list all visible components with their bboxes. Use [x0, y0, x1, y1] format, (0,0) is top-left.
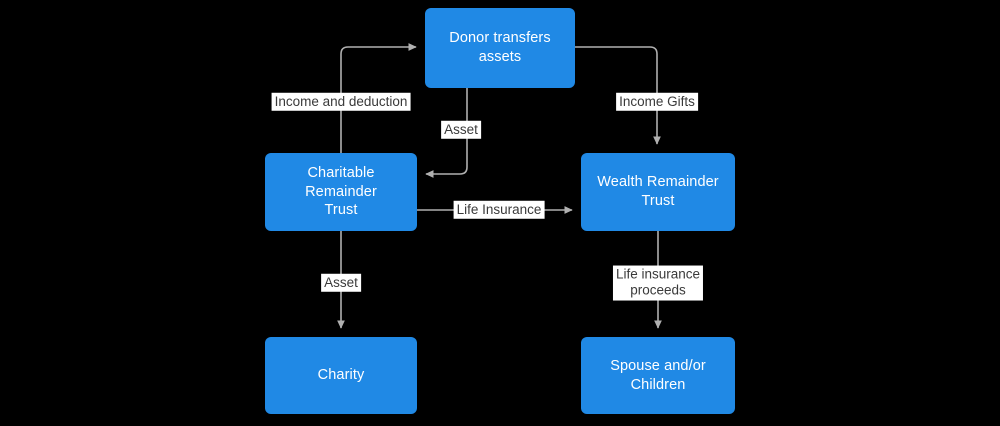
edge-label-life-insurance-proceeds: Life insurance proceeds — [612, 265, 704, 301]
edge-label-asset-donor-to-crt: Asset — [441, 120, 481, 140]
node-wealth-remainder-trust[interactable]: Wealth Remainder Trust — [581, 153, 735, 231]
node-wealth-remainder-trust-label: Wealth Remainder Trust — [597, 174, 719, 209]
node-charity-label: Charity — [317, 367, 365, 384]
node-charitable-remainder-trust-label: Charitable Remainder Trust — [305, 165, 377, 219]
edge-label-income-gifts: Income Gifts — [616, 92, 698, 112]
node-donor[interactable]: Donor transfers assets — [425, 8, 575, 88]
node-donor-label: Donor transfers assets — [449, 30, 551, 65]
node-spouse-and-or-children-label: Spouse and/or Children — [610, 357, 706, 393]
edge-label-income-and-deduction: Income and deduction — [271, 92, 411, 112]
node-charitable-remainder-trust[interactable]: Charitable Remainder Trust — [265, 153, 417, 231]
edge-label-asset-crt-to-charity: Asset — [321, 273, 361, 293]
node-spouse-and-or-children[interactable]: Spouse and/or Children — [581, 337, 735, 414]
node-charity[interactable]: Charity — [265, 337, 417, 414]
edge-label-life-insurance: Life Insurance — [453, 200, 545, 220]
